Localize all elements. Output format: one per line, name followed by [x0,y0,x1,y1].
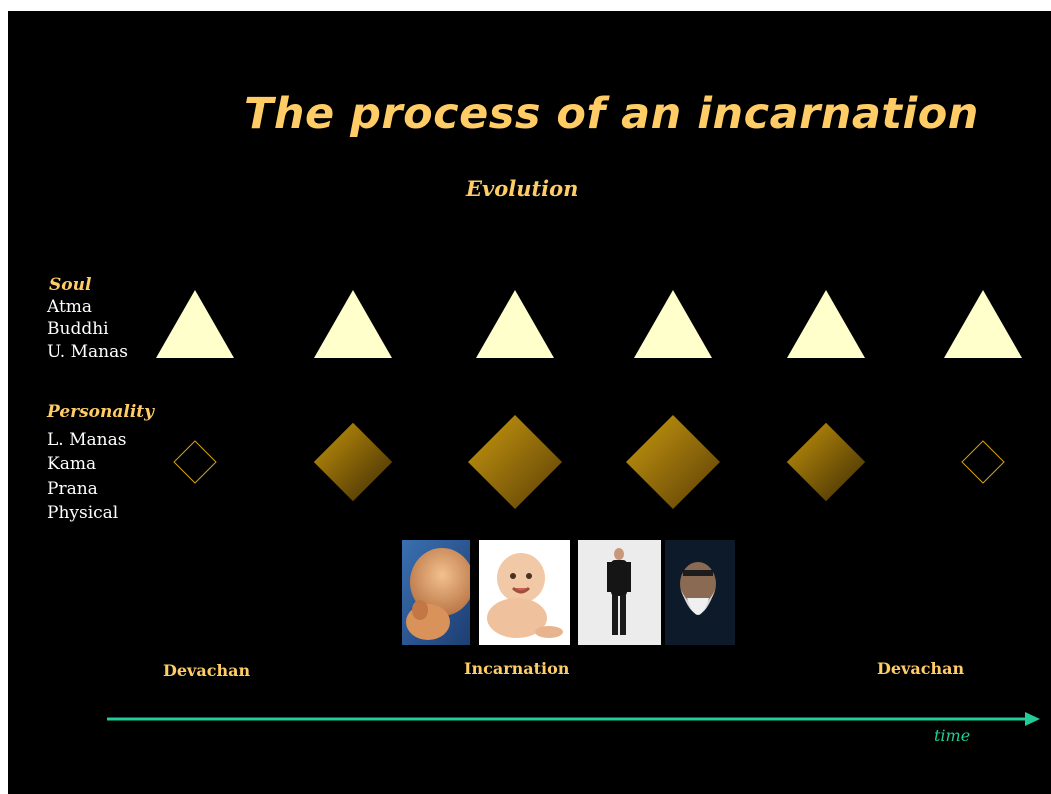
phase-incarnation: Incarnation [464,659,570,678]
personality-diamond [961,440,1005,484]
soul-item-u-manas: U. Manas [47,342,128,362]
time-arrow-head [1025,712,1040,726]
soul-triangle [787,290,865,358]
personality-item-prana: Prana [47,479,98,499]
old-man-photo [665,540,735,645]
personality-item-kama: Kama [47,454,97,474]
soul-triangle [476,290,554,358]
soul-item-atma: Atma [47,297,93,317]
phase-devachan-after: Devachan [877,659,965,678]
slide-title: The process of an incarnation [244,89,979,139]
soul-triangle [944,290,1022,358]
evolution-label: Evolution [466,176,579,201]
personality-diamond [173,440,217,484]
soul-item-buddhi: Buddhi [47,319,109,339]
personality-item-l-manas: L. Manas [47,430,127,450]
fetus-photo [402,540,470,645]
incarnation-diagram [107,290,1040,726]
soul-triangle [156,290,234,358]
personality-diamond [468,415,562,509]
personality-item-physical: Physical [47,503,119,523]
soul-heading: Soul [49,275,92,295]
personality-diamond [313,422,393,502]
personality-diamond [626,415,720,509]
time-axis-label: time [934,726,971,745]
personality-diamond [786,422,866,502]
personality-heading: Personality [47,402,155,422]
phase-devachan-before: Devachan [163,661,251,680]
slide: The process of an incarnation Evolution … [8,11,1051,794]
soul-triangle [314,290,392,358]
baby-photo [479,540,570,645]
adult-man-photo [578,540,661,645]
soul-triangle [634,290,712,358]
